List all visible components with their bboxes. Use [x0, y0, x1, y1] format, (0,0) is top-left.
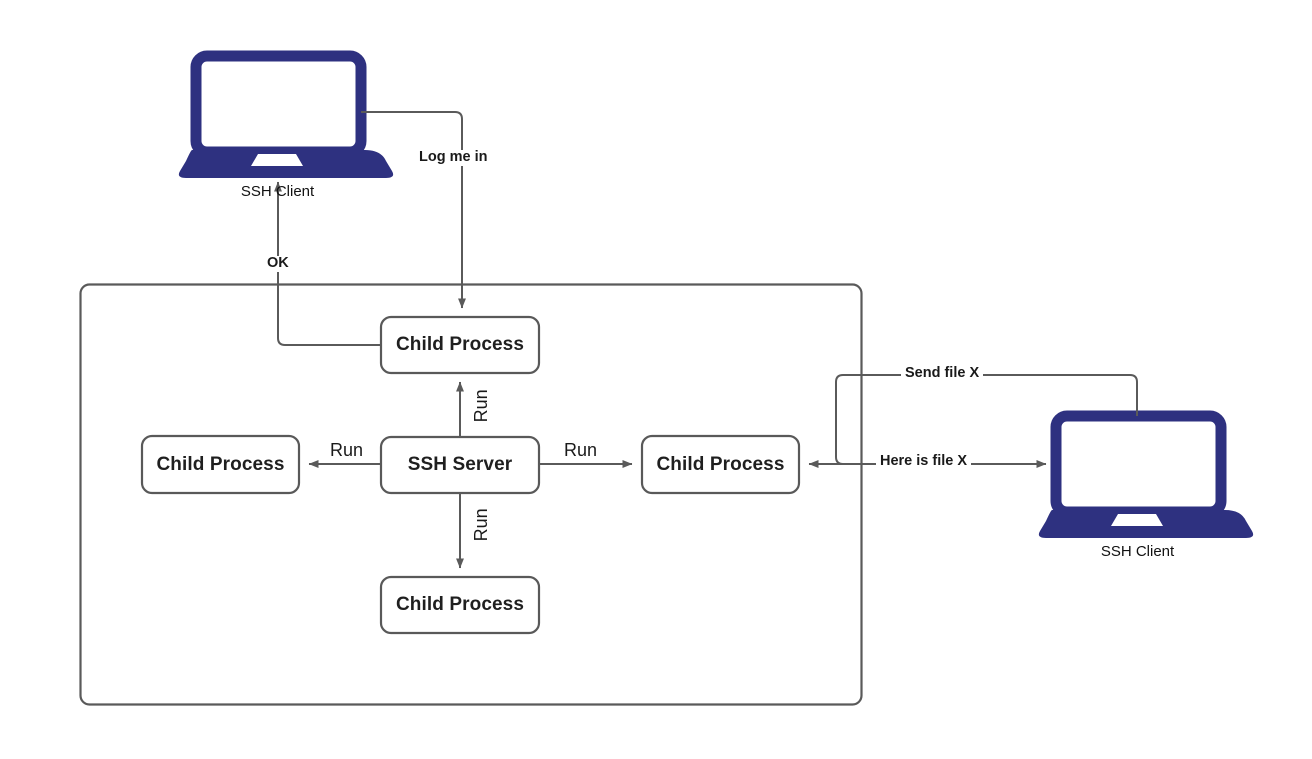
edge-run-right-label: Run — [561, 440, 601, 461]
edge-log-me-in-label: Log me in — [416, 149, 491, 166]
edge-ok-line — [274, 181, 381, 346]
ssh-client-right-caption: SSH Client — [1100, 543, 1175, 560]
laptop-notch-right — [1111, 514, 1163, 526]
edge-here-is-file-label: Here is file X — [876, 453, 972, 470]
edge-run-top-label: Run — [471, 389, 492, 423]
node-child-right-box[interactable] — [640, 434, 801, 495]
edge-log-me-in-line — [361, 111, 466, 309]
node-child-top-box[interactable] — [379, 315, 541, 375]
edge-run-bottom-label: Run — [471, 508, 492, 542]
ssh-server-host-boundary — [79, 283, 863, 706]
edge-run-left-label: Run — [327, 440, 367, 461]
edge-send-file-line — [835, 374, 1138, 465]
laptop-screen-right — [1050, 410, 1227, 518]
laptop-screen-top — [190, 50, 367, 158]
ssh-client-laptop-top — [178, 50, 394, 178]
ssh-client-top-caption: SSH Client — [240, 183, 315, 200]
node-ssh-server-box[interactable] — [379, 435, 541, 495]
ssh-client-laptop-right — [1038, 410, 1254, 538]
edge-ok-label: OK — [264, 255, 292, 272]
node-child-left-box[interactable] — [140, 434, 301, 495]
laptop-notch-top — [251, 154, 303, 166]
node-child-bottom-box[interactable] — [379, 575, 541, 635]
edge-send-file-label: Send file X — [901, 365, 984, 382]
